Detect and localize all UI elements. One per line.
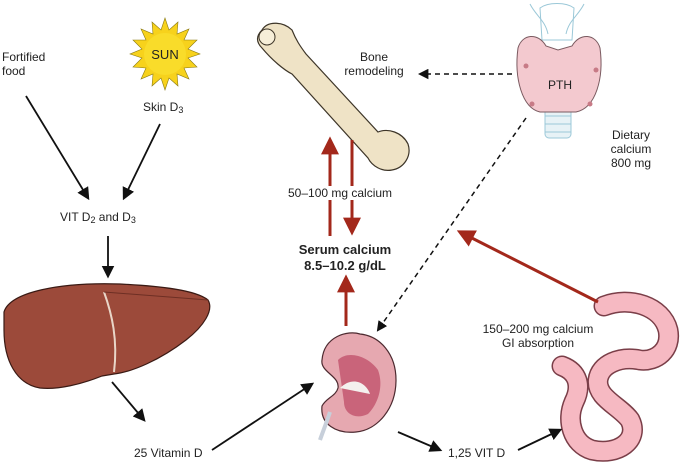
intestine-icon	[551, 291, 680, 462]
vitamin-25-label: 25 Vitamin D	[134, 446, 203, 460]
arrow-skin-to-vitd	[122, 123, 161, 201]
fortified-food-label: Fortified food	[2, 50, 46, 78]
pth-label: PTH	[548, 78, 572, 92]
skin-d3-label: Skin D3	[143, 100, 184, 115]
bone-calcium-label: 50–100 mg calcium	[286, 186, 395, 200]
arrow-125d-to-intestine	[517, 428, 563, 451]
sun-icon	[129, 17, 201, 91]
sun-label: SUN	[151, 47, 179, 62]
red-arrow-intestine-to-serum	[456, 230, 599, 304]
serum-calcium-label: Serum calcium 8.5–10.2 g/dL	[298, 242, 392, 273]
arrow-fortified-to-vitd	[25, 95, 90, 201]
kidney-icon	[318, 332, 397, 441]
liver-icon	[3, 283, 211, 389]
arrow-kidney-to-125d	[397, 431, 443, 452]
thyroid-pth-icon	[516, 3, 602, 139]
bone-icon	[256, 22, 410, 171]
dietary-calcium-label: Dietary calcium 800 mg	[610, 128, 652, 170]
arrow-25d-to-kidney	[211, 382, 315, 451]
bone-remodeling-label: Bone remodeling	[344, 50, 404, 78]
vit-d2-d3-label: VIT D2 and D3	[60, 210, 136, 225]
gi-absorption-label: 150–200 mg calcium GI absorption	[482, 322, 594, 350]
dashed-arrow-pth-to-kidney	[376, 117, 527, 332]
arrow-liver-to-25d	[111, 381, 146, 422]
vit-125-label: 1,25 VIT D	[448, 446, 506, 460]
